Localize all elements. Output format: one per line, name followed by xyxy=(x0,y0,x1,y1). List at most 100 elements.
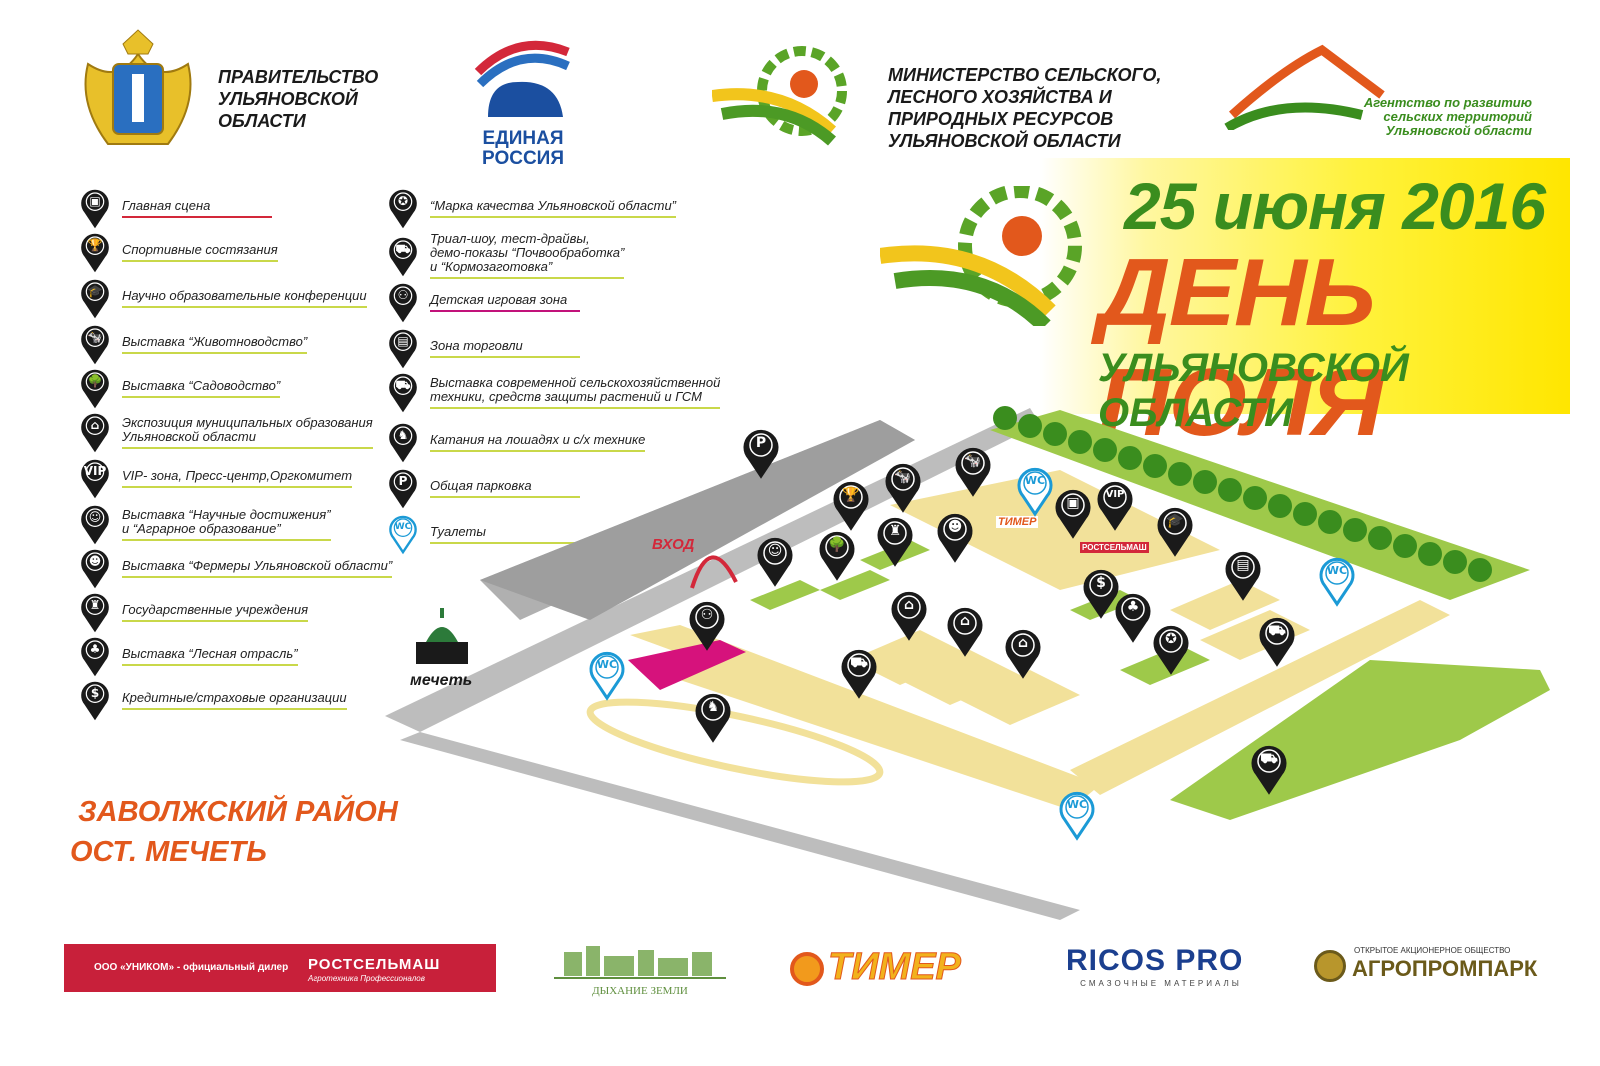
horse-icon[interactable]: ♞ xyxy=(694,692,732,743)
legend-label: VIP- зона, Пресс-центр,Оргкомитет xyxy=(122,468,353,488)
finance-icon[interactable]: $ xyxy=(1082,568,1120,619)
sponsor-ricos[interactable]: RICOS PRO СМАЗОЧНЫЕ МАТЕРИАЛЫ xyxy=(1066,944,1256,994)
pin-glyph: ♣ xyxy=(1126,599,1140,615)
official-icon: ♜ xyxy=(80,592,110,633)
scientist-icon[interactable]: ☺ xyxy=(756,536,794,587)
children-icon[interactable]: ⚇ xyxy=(688,600,726,651)
ricos-text: RICOS PRO xyxy=(1066,944,1244,977)
sponsor-timer[interactable]: ТИМЕР xyxy=(790,946,1012,992)
legend-item: 🐄 Выставка “Животноводство” xyxy=(80,324,308,365)
pin-glyph: 🎓 xyxy=(1166,513,1184,529)
pavilion-b xyxy=(900,650,1020,705)
pin-glyph: VIP xyxy=(1105,489,1125,500)
sponsor-agropromprak[interactable]: ОТКРЫТОЕ АКЦИОНЕРНОЕ ОБЩЕСТВО АГРОПРОМПА… xyxy=(1314,946,1537,990)
legend-label: Главная сцена xyxy=(122,198,272,218)
legend-glyph: WC xyxy=(394,522,412,532)
event-banner xyxy=(1040,158,1570,414)
cow-icon[interactable]: 🐄 xyxy=(884,462,922,513)
graduation-cap-icon: 🎓 xyxy=(80,278,110,319)
legend-glyph: 🏆 xyxy=(87,238,103,252)
coat-of-arms-logo xyxy=(68,24,208,154)
green-field-right xyxy=(1170,660,1550,820)
pin-glyph: WC xyxy=(1326,564,1348,577)
kids-zone xyxy=(628,640,746,690)
wc-icon[interactable]: WC xyxy=(1318,556,1356,607)
pin-glyph: ⌂ xyxy=(1017,635,1029,651)
rostselmash-text: РОСТСЕЛЬМАШ xyxy=(308,956,441,973)
pin-glyph: ⛟ xyxy=(1260,751,1278,767)
tractor-icon[interactable]: ⛟ xyxy=(840,648,878,699)
legend-glyph: ☺ xyxy=(88,510,102,524)
mosque-icon xyxy=(416,608,468,664)
legend-label: “Марка качества Ульяновской области” xyxy=(430,198,677,218)
scientist-icon: ☺ xyxy=(80,504,110,545)
legend-label: Выставка “Животноводство” xyxy=(122,334,308,354)
pin-glyph: ♜ xyxy=(888,523,902,539)
graduation-cap-icon[interactable]: 🎓 xyxy=(1156,506,1194,557)
house-icon[interactable]: ⌂ xyxy=(1004,628,1042,679)
official-icon[interactable]: ♜ xyxy=(876,516,914,567)
wc-icon[interactable]: WC xyxy=(588,650,626,701)
legend-glyph: ♣ xyxy=(89,642,101,656)
breath-text: ДЫХАНИЕ ЗЕМЛИ xyxy=(592,985,688,997)
agro-text: АГРОПРОМПАРК xyxy=(1352,956,1538,981)
tractor-icon: ⛟ xyxy=(388,372,418,413)
trophy-icon[interactable]: 🏆 xyxy=(832,480,870,531)
pin-glyph: ☻ xyxy=(947,519,963,535)
pin-glyph: ♞ xyxy=(706,699,720,715)
stage-icon[interactable]: ▣ xyxy=(1054,488,1092,539)
wc-icon[interactable]: WC xyxy=(1016,466,1054,517)
pavilion-g xyxy=(750,580,820,610)
timer-text: ТИМЕР xyxy=(828,946,962,989)
cow-icon[interactable]: 🐄 xyxy=(954,446,992,497)
sponsor-rostselmash[interactable]: ООО «УНИКОМ» - официальный дилер РОСТСЕЛ… xyxy=(64,944,496,992)
legend-item: ✪ “Марка качества Ульяновской области” xyxy=(388,188,677,229)
farmer-icon: ☻ xyxy=(80,548,110,589)
house-icon[interactable]: ⌂ xyxy=(890,590,928,641)
legend-item: ☻Выставка “Фермеры Ульяновской области” xyxy=(80,548,393,589)
children-icon: ⚇ xyxy=(388,282,418,323)
wc-icon[interactable]: WC xyxy=(1058,790,1096,841)
house-icon[interactable]: ⌂ xyxy=(946,606,984,657)
parking-icon[interactable]: P xyxy=(742,428,780,479)
pin-glyph: ⌂ xyxy=(903,597,915,613)
legend-glyph: 🐄 xyxy=(87,330,103,344)
legend-item: ♞Катания на лошадях и с/х технике xyxy=(388,422,646,463)
legend-item: ▤Зона торговли xyxy=(388,328,580,369)
legend-label: Кредитные/страховые организации xyxy=(122,690,347,710)
timer-wheel-icon xyxy=(790,952,824,986)
shopping-icon: ▤ xyxy=(388,328,418,369)
legend-label: Выставка “Лесная отрасль” xyxy=(122,646,298,666)
farmer-icon[interactable]: ☻ xyxy=(936,512,974,563)
tree-icon[interactable]: 🌳 xyxy=(818,530,856,581)
pavilion-c xyxy=(960,670,1080,725)
legend-item: ⛟Выставка современной сельскохозяйственн… xyxy=(388,372,721,413)
forest-icon[interactable]: ♣ xyxy=(1114,592,1152,643)
pin-glyph: ⛟ xyxy=(850,655,868,671)
legend-glyph: ✪ xyxy=(397,194,409,208)
forest-icon: ♣ xyxy=(80,636,110,677)
pin-glyph: WC xyxy=(596,658,618,671)
ministry-logo xyxy=(711,46,862,146)
legend-item: ▣Главная сцена xyxy=(80,188,272,229)
pavilion-h xyxy=(820,570,890,600)
legend-glyph: 🎓 xyxy=(87,284,103,298)
event-region: УЛЬЯНОВСКОЙ ОБЛАСТИ xyxy=(1098,346,1409,435)
sponsor-breath[interactable]: ДЫХАНИЕ ЗЕМЛИ xyxy=(554,942,726,997)
tractor-show-icon[interactable]: ⛟ xyxy=(1250,744,1288,795)
right-alley xyxy=(1070,600,1450,795)
quality-mark-icon[interactable]: ✪ xyxy=(1152,624,1190,675)
tractor-icon[interactable]: ⛟ xyxy=(1258,616,1296,667)
legend-glyph: ♜ xyxy=(89,598,101,612)
pin-glyph: 🌳 xyxy=(828,537,846,553)
vip-icon[interactable]: VIP xyxy=(1096,480,1134,531)
pin-glyph: 🏆 xyxy=(842,487,860,503)
shopping-icon[interactable]: ▤ xyxy=(1224,550,1262,601)
legend-item: 🏆Спортивные состязания xyxy=(80,232,278,273)
legend-glyph: 🌳 xyxy=(87,374,103,388)
legend-glyph: ⛟ xyxy=(395,378,411,392)
legend-label: Государственные учреждения xyxy=(122,602,309,622)
pin-glyph: $ xyxy=(1096,575,1106,591)
district-label: ЗАВОЛЖСКИЙ РАЙОН xyxy=(78,796,398,828)
